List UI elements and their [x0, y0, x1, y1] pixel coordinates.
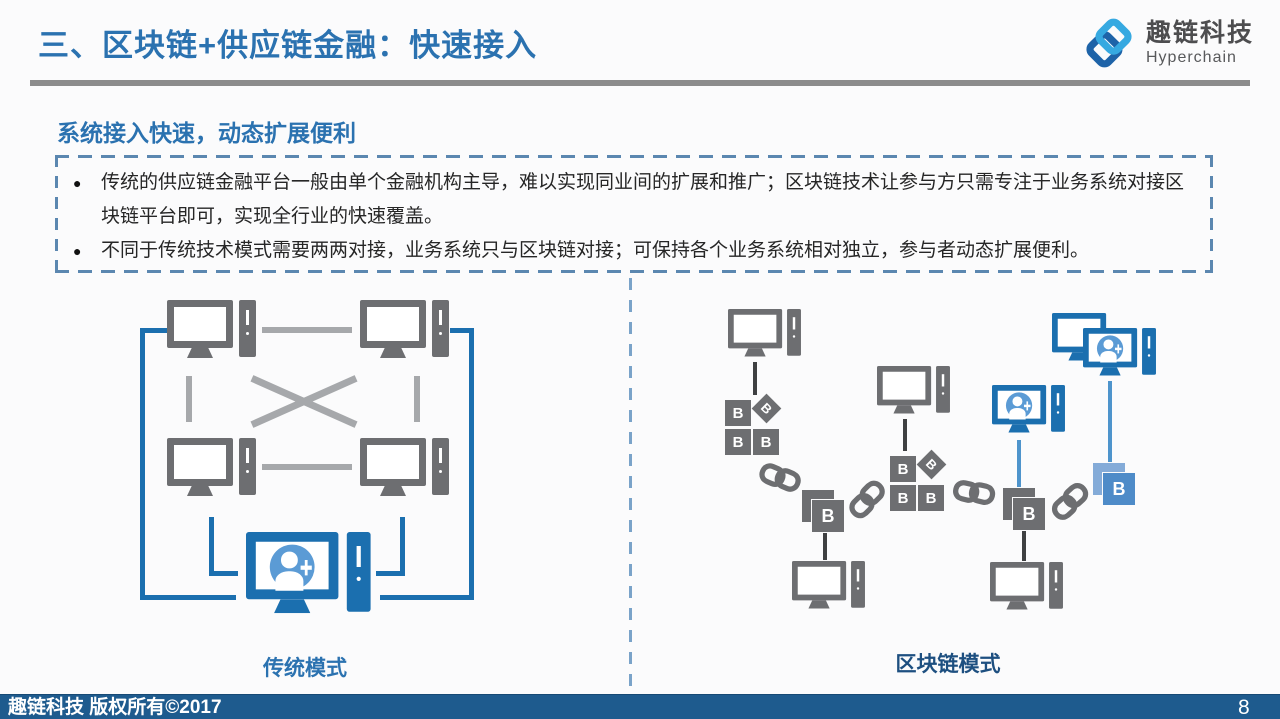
block-letter: B	[897, 489, 909, 507]
bracket-left-outer-tick	[140, 328, 167, 333]
block-stack-icon: B	[1003, 488, 1047, 532]
panel-divider	[629, 278, 632, 700]
monitor	[792, 561, 847, 601]
monitor	[877, 366, 932, 406]
slide-footer: 趣链科技 版权所有©2017 8	[0, 694, 1280, 719]
monitor	[728, 309, 783, 349]
block-letter: B	[760, 433, 772, 451]
new-participant-computer-icon	[992, 385, 1065, 436]
bracket-left-inner-horizontal	[209, 571, 238, 576]
block-letter: B	[1112, 478, 1126, 499]
tower	[239, 438, 256, 495]
hub-computer-icon	[246, 532, 371, 619]
block-stack-icon: B	[802, 490, 846, 534]
tower	[851, 561, 865, 608]
monitor	[167, 438, 233, 486]
mesh-line-top	[262, 327, 352, 333]
block-letter: B	[925, 489, 937, 507]
mesh-line-bottom	[262, 464, 352, 470]
chain-link-icon	[953, 480, 996, 505]
chain-link-icon	[759, 463, 801, 492]
block-cluster-icon: B B B B	[725, 393, 785, 456]
block-letter: B	[897, 460, 909, 478]
computer-icon	[360, 300, 449, 362]
tower	[1051, 385, 1065, 432]
section-heading: 系统接入快速，动态扩展便利	[57, 120, 356, 146]
bullet-text: 传统的供应链金融平台一般由单个金融机构主导，难以实现同业间的扩展和推广；区块链技…	[101, 172, 1185, 227]
add-user-icon	[1096, 335, 1124, 363]
node-link-line-blue	[1108, 381, 1112, 462]
computer-icon	[360, 438, 449, 500]
bracket-right-outer-bottom	[380, 595, 474, 600]
bullet-text: 不同于传统技术模式需要两两对接，业务系统只与区块链对接；可保持各个业务系统相对独…	[101, 240, 1090, 261]
traditional-mode-label: 传统模式	[263, 657, 347, 680]
bullet-item: ● 传统的供应链金融平台一般由单个金融机构主导，难以实现同业间的扩展和推广；区块…	[73, 166, 1195, 234]
new-participant-computer-icon	[1083, 328, 1156, 379]
bracket-right-outer-vertical	[469, 328, 474, 600]
node-link-line	[823, 531, 827, 560]
bullet-item: ● 不同于传统技术模式需要两两对接，业务系统只与区块链对接；可保持各个业务系统相…	[73, 234, 1195, 268]
mesh-line-right	[414, 376, 420, 422]
monitor	[990, 562, 1045, 602]
computer-icon	[877, 366, 950, 417]
mesh-line-left	[186, 376, 192, 422]
bracket-right-inner-vertical	[400, 517, 405, 576]
block-letter: B	[732, 404, 744, 422]
page-title: 三、区块链+供应链金融：快速接入	[38, 28, 538, 63]
tower	[239, 300, 256, 357]
tower	[787, 309, 801, 356]
tower	[936, 366, 950, 413]
add-user-icon	[269, 544, 315, 592]
key-points-box: ● 传统的供应链金融平台一般由单个金融机构主导，难以实现同业间的扩展和推广；区块…	[55, 155, 1213, 273]
block-letter: B	[757, 399, 776, 418]
monitor	[167, 300, 233, 348]
block-letter: B	[821, 505, 835, 526]
block-letter: B	[732, 433, 744, 451]
computer-icon	[990, 562, 1063, 613]
tower	[346, 532, 371, 612]
computer-icon	[167, 438, 256, 500]
bracket-left-outer-bottom	[140, 595, 236, 600]
bracket-right-outer-tick	[450, 328, 474, 333]
logo-company-name-en: Hyperchain	[1146, 48, 1237, 66]
block-cluster-icon: B B B B	[890, 449, 950, 512]
computer-icon	[167, 300, 256, 362]
copyright-text: 趣链科技 版权所有©2017	[8, 697, 222, 718]
tower	[432, 300, 449, 357]
block-letter: B	[922, 455, 941, 474]
add-user-icon	[1005, 392, 1033, 420]
node-link-line-blue	[1017, 440, 1021, 487]
node-link-line	[1022, 530, 1026, 561]
page-number: 8	[1238, 696, 1250, 719]
chain-link-icon	[849, 480, 885, 519]
bracket-left-inner-vertical	[209, 517, 214, 576]
logo-company-name-cn: 趣链科技	[1146, 18, 1255, 47]
bullet-marker: ●	[73, 243, 82, 259]
computer-icon	[792, 561, 865, 612]
header-divider	[30, 80, 1250, 86]
bracket-left-outer-vertical	[140, 328, 145, 600]
chain-link-icon	[1051, 483, 1089, 520]
node-link-line	[753, 362, 757, 395]
company-logo: 趣链科技 Hyperchain	[1080, 8, 1270, 78]
computer-icon	[728, 309, 801, 360]
blockchain-mode-label: 区块链模式	[895, 653, 1001, 676]
monitor	[360, 300, 426, 348]
block-letter: B	[1022, 503, 1036, 524]
bullet-marker: ●	[73, 175, 82, 191]
hyperchain-chain-icon	[1086, 18, 1132, 68]
tower	[1142, 328, 1156, 375]
tower	[432, 438, 449, 495]
block-stack-icon-blue: B	[1093, 463, 1137, 507]
tower	[1049, 562, 1063, 609]
bracket-right-inner-horizontal	[376, 571, 405, 576]
node-link-line	[903, 419, 907, 451]
monitor	[360, 438, 426, 486]
